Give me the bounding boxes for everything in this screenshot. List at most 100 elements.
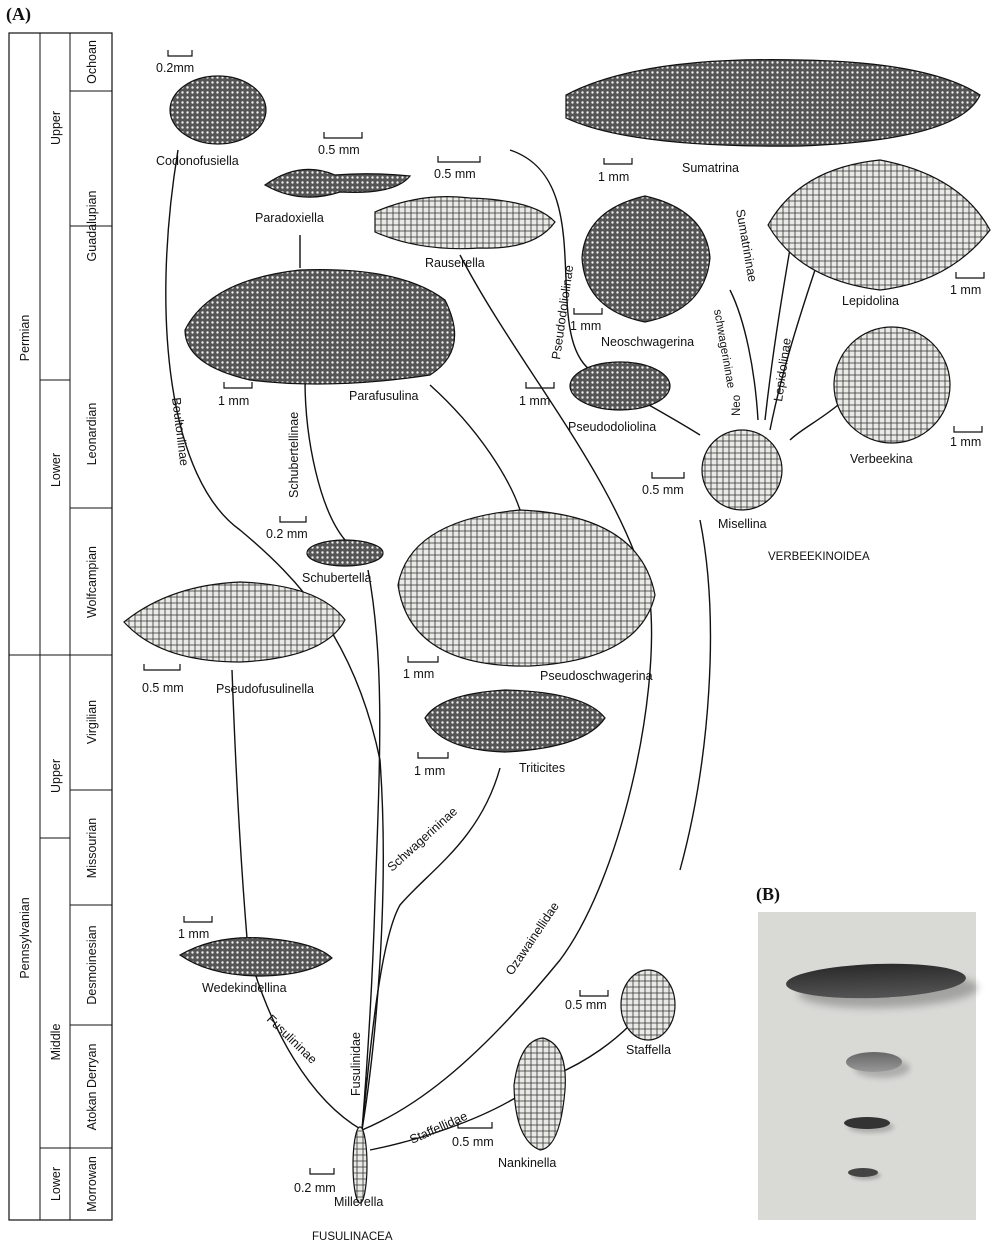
branch-parafusulina <box>430 385 520 510</box>
scalebar-schubertella <box>280 516 306 522</box>
specimen-photo <box>758 912 976 1220</box>
label-parafusulina: Parafusulina <box>349 389 419 403</box>
branch-verbeekina <box>790 405 838 440</box>
scale-label-parafusulina: 1 mm <box>218 394 249 408</box>
fossil-codonofusiella <box>170 76 266 144</box>
label-verbeekina: Verbeekina <box>850 452 913 466</box>
label-boultoniinae: Boultoniinae <box>169 397 191 467</box>
series-permian-upper: Upper <box>49 111 63 145</box>
label-schubertellinae: Schubertellinae <box>287 412 301 498</box>
label-pseudodoliolinae: Pseudodoliolinae <box>549 264 576 360</box>
scale-label-pseudofusulinella: 0.5 mm <box>142 681 184 695</box>
label-triticites: Triticites <box>519 761 565 775</box>
scalebar-sumatrina <box>604 158 632 164</box>
label-pseudofusulinella: Pseudofusulinella <box>216 682 314 696</box>
fossil-wedekindellina <box>180 938 332 976</box>
label-fusulinacea: FUSULINACEA <box>312 1231 393 1243</box>
scale-label-rauserella: 0.5 mm <box>434 167 476 181</box>
label-misellina: Misellina <box>718 517 767 531</box>
series-penn-upper: Upper <box>49 759 63 793</box>
fossil-pseudodoliolina <box>570 362 670 410</box>
series-penn-lower: Lower <box>49 1167 63 1201</box>
stage-wolfcampian: Wolfcampian <box>85 546 99 618</box>
scalebar-verbeekina <box>954 426 982 432</box>
fossil-triticites <box>425 690 605 752</box>
scalebar-codonofusiella <box>168 50 192 56</box>
label-schubertella: Schubertella <box>302 571 372 585</box>
label-staffella: Staffella <box>626 1043 671 1057</box>
fossil-parafusulina <box>185 270 455 384</box>
label-lepidolina: Lepidolina <box>842 294 899 308</box>
branch-ozawainellidae-down <box>680 520 710 870</box>
branch-fusulininae <box>232 670 362 1130</box>
fossil-pseudoschwagerina <box>398 510 655 666</box>
scalebar-wedekindellina <box>184 916 212 922</box>
fossil-lepidolina <box>768 160 990 290</box>
label-millerella: Millerella <box>334 1195 383 1209</box>
scalebar-lepidolina <box>956 272 984 278</box>
system-permian: Permian <box>18 315 32 362</box>
label-neo: Neo <box>731 395 743 416</box>
scalebar-pseudofusulinella <box>144 664 180 670</box>
scale-label-nankinella: 0.5 mm <box>452 1135 494 1149</box>
strat-column: Permian Pennsylvanian Upper Lower Upper … <box>9 33 112 1220</box>
scale-label-codonofusiella: 0.2mm <box>156 61 194 75</box>
branch-lepidolinae <box>770 270 815 430</box>
stage-missourian: Missourian <box>85 818 99 878</box>
scale-label-lepidolina: 1 mm <box>950 283 981 297</box>
scale-label-sumatrina: 1 mm <box>598 170 629 184</box>
label-neoschwagerina: Neoschwagerina <box>601 335 694 349</box>
fossil-verbeekina <box>834 327 950 443</box>
label-pseudodoliolina: Pseudodoliolina <box>568 420 656 434</box>
label-ozawainellidae: Ozawainellidae <box>503 900 562 978</box>
specimen-smallest <box>848 1168 878 1177</box>
scale-label-schubertella: 0.2 mm <box>266 527 308 541</box>
branch-staffella <box>555 1025 630 1075</box>
label-nankinella: Nankinella <box>498 1156 556 1170</box>
label-schwagerininae-neo: schwagerininae <box>711 308 737 389</box>
scale-label-pseudodoliolina: 1 mm <box>519 394 550 408</box>
system-pennsylvanian: Pennsylvanian <box>18 897 32 978</box>
stage-virgilian: Virgilian <box>85 700 99 744</box>
scalebar-parafusulina <box>224 382 252 388</box>
label-wedekindellina: Wedekindellina <box>202 981 287 995</box>
fossil-schubertella <box>307 540 383 566</box>
scalebar-pseudoschwagerina <box>408 656 438 662</box>
label-sumatrina: Sumatrina <box>682 161 739 175</box>
series-penn-middle: Middle <box>49 1024 63 1061</box>
fossil-sumatrina <box>566 60 980 146</box>
scalebar-staffella <box>580 990 608 996</box>
scale-label-verbeekina: 1 mm <box>950 435 981 449</box>
specimen-large <box>785 961 966 1001</box>
specimen-medium <box>846 1052 902 1072</box>
scalebar-rauserella <box>438 156 480 162</box>
fossil-staffella <box>621 970 675 1040</box>
label-rauserella: Rauserella <box>425 256 485 270</box>
scale-label-staffella: 0.5 mm <box>565 998 607 1012</box>
scalebar-misellina <box>652 472 684 478</box>
fossil-millerella <box>353 1127 367 1203</box>
label-schwagerininae: Schwagerininae <box>385 804 461 874</box>
label-sumatrininae: Sumatrininae <box>733 208 760 283</box>
label-fusulininae: Fusulininae <box>264 1012 320 1067</box>
stage-morrowan: Morrowan <box>85 1156 99 1212</box>
label-verbeekinoidea: VERBEEKINOIDEA <box>768 551 870 563</box>
scalebar-millerella <box>310 1168 334 1174</box>
stage-guadalupian: Guadalupian <box>85 191 99 262</box>
scale-label-misellina: 0.5 mm <box>642 483 684 497</box>
specimen-small <box>844 1117 890 1129</box>
stage-leonardian: Leonardian <box>85 403 99 466</box>
fossil-nankinella <box>514 1038 565 1150</box>
scale-label-neoschwagerina: 1 mm <box>570 319 601 333</box>
scale-label-triticites: 1 mm <box>414 764 445 778</box>
label-paradoxiella: Paradoxiella <box>255 211 324 225</box>
fossil-neoschwagerina <box>582 196 710 322</box>
branch-schubertellinae <box>305 380 345 540</box>
scale-label-paradoxiella: 0.5 mm <box>318 143 360 157</box>
fossil-rauserella <box>375 197 555 249</box>
scalebar-paradoxiella <box>324 132 362 138</box>
scale-label-wedekindellina: 1 mm <box>178 927 209 941</box>
fossil-paradoxiella <box>265 169 410 197</box>
stage-desmoinesian: Desmoinesian <box>85 925 99 1004</box>
label-codonofusiella: Codonofusiella <box>156 154 239 168</box>
